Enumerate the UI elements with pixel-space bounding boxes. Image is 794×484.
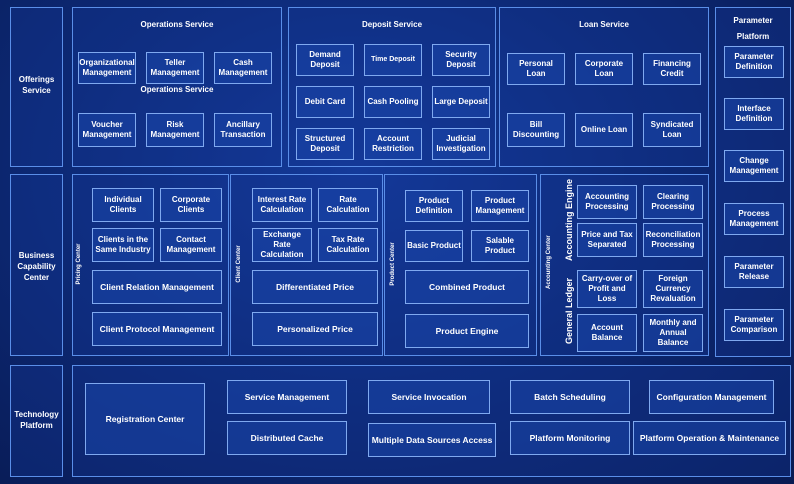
platform-operation-maintenance-box[interactable]: Platform Operation & Maintenance [633,421,786,455]
pricing-center-label: Pricing Center [76,243,82,285]
product-definition-box[interactable]: Product Definition [405,190,463,222]
bill-discounting-box[interactable]: Bill Discounting [507,113,565,147]
rate-calculation-box[interactable]: Rate Calculation [318,188,378,222]
individual-clients-box[interactable]: Individual Clients [92,188,154,222]
contact-management-box[interactable]: Contact Management [160,228,222,262]
corporate-loan-box[interactable]: Corporate Loan [575,53,633,85]
time-deposit-box[interactable]: Time Deposit [364,44,422,76]
process-management-box[interactable]: Process Management [724,203,784,235]
offerings-layer-panel [10,7,63,167]
demand-deposit-box[interactable]: Demand Deposit [296,44,354,76]
operations-service-title: Operations Service [140,20,214,29]
technology-layer-label: Technology Platform [14,410,59,430]
parameter-comparison-box[interactable]: Parameter Comparison [724,309,784,341]
business-layer-panel [10,174,63,356]
parameter-platform-title: Parameter Platform [733,16,773,41]
distributed-cache-box[interactable]: Distributed Cache [227,421,347,455]
salable-product-box[interactable]: Salable Product [471,230,529,262]
carry-over-profit-loss-box[interactable]: Carry-over of Profit and Loss [577,270,637,308]
service-invocation-box[interactable]: Service Invocation [368,380,490,414]
monthly-annual-balance-box[interactable]: Monthly and Annual Balance [643,314,703,352]
batch-scheduling-box[interactable]: Batch Scheduling [510,380,630,414]
large-deposit-box[interactable]: Large Deposit [432,86,490,118]
service-management-box[interactable]: Service Management [227,380,347,414]
ancillary-transaction-box[interactable]: Ancillary Transaction [214,113,272,147]
account-balance-box[interactable]: Account Balance [577,314,637,352]
basic-product-box[interactable]: Basic Product [405,230,463,262]
cash-pooling-box[interactable]: Cash Pooling [364,86,422,118]
parameter-definition-box[interactable]: Parameter Definition [724,46,784,78]
differentiated-price-box[interactable]: Differentiated Price [252,270,378,304]
account-restriction-box[interactable]: Account Restriction [364,128,422,160]
deposit-service-title: Deposit Service [361,20,423,29]
foreign-currency-revaluation-box[interactable]: Foreign Currency Revaluation [643,270,703,308]
operations-service-subtitle: Operations Service [140,85,214,94]
configuration-management-box[interactable]: Configuration Management [649,380,774,414]
clients-same-industry-box[interactable]: Clients in the Same Industry [92,228,154,262]
platform-monitoring-box[interactable]: Platform Monitoring [510,421,630,455]
voucher-management-box[interactable]: Voucher Management [78,113,136,147]
tax-rate-calculation-box[interactable]: Tax Rate Calculation [318,228,378,262]
online-loan-box[interactable]: Online Loan [575,113,633,147]
client-relation-management-box[interactable]: Client Relation Management [92,270,222,304]
parameter-release-box[interactable]: Parameter Release [724,256,784,288]
financing-credit-box[interactable]: Financing Credit [643,53,701,85]
technology-layer-panel [10,365,63,477]
product-management-box[interactable]: Product Management [471,190,529,222]
exchange-rate-calculation-box[interactable]: Exchange Rate Calculation [252,228,312,262]
combined-product-box[interactable]: Combined Product [405,270,529,304]
price-tax-separated-box[interactable]: Price and Tax Separated [577,223,637,257]
accounting-center-label: Accounting Center [546,235,552,289]
interest-rate-calculation-box[interactable]: Interest Rate Calculation [252,188,312,222]
security-deposit-box[interactable]: Security Deposit [432,44,490,76]
change-management-box[interactable]: Change Management [724,150,784,182]
offerings-layer-label: Offerings Service [18,75,55,95]
corporate-clients-box[interactable]: Corporate Clients [160,188,222,222]
personalized-price-box[interactable]: Personalized Price [252,312,378,346]
general-ledger-label: General Ledger [564,277,574,345]
syndicated-loan-box[interactable]: Syndicated Loan [643,113,701,147]
cash-management-box[interactable]: Cash Management [214,52,272,84]
clearing-processing-box[interactable]: Clearing Processing [643,185,703,219]
personal-loan-box[interactable]: Personal Loan [507,53,565,85]
reconciliation-processing-box[interactable]: Reconciliation Processing [643,223,703,257]
product-center-label: Product Center [390,242,396,286]
accounting-engine-label: Accounting Engine [564,179,574,261]
organizational-management-box[interactable]: Organizational Management [78,52,136,84]
business-layer-label: Business Capability Center [17,250,56,282]
product-engine-box[interactable]: Product Engine [405,314,529,348]
multiple-data-sources-access-box[interactable]: Multiple Data Sources Access [368,423,496,457]
judicial-investigation-box[interactable]: Judicial Investigation [432,128,490,160]
client-protocol-management-box[interactable]: Client Protocol Management [92,312,222,346]
structured-deposit-box[interactable]: Structured Deposit [296,128,354,160]
risk-management-box[interactable]: Risk Management [146,113,204,147]
debit-card-box[interactable]: Debit Card [296,86,354,118]
registration-center-box[interactable]: Registration Center [85,383,205,455]
loan-service-title: Loan Service [579,20,629,29]
client-center-label: Client Center [236,245,242,283]
accounting-processing-box[interactable]: Accounting Processing [577,185,637,219]
teller-management-box[interactable]: Teller Management [146,52,204,84]
interface-definition-box[interactable]: Interface Definition [724,98,784,130]
